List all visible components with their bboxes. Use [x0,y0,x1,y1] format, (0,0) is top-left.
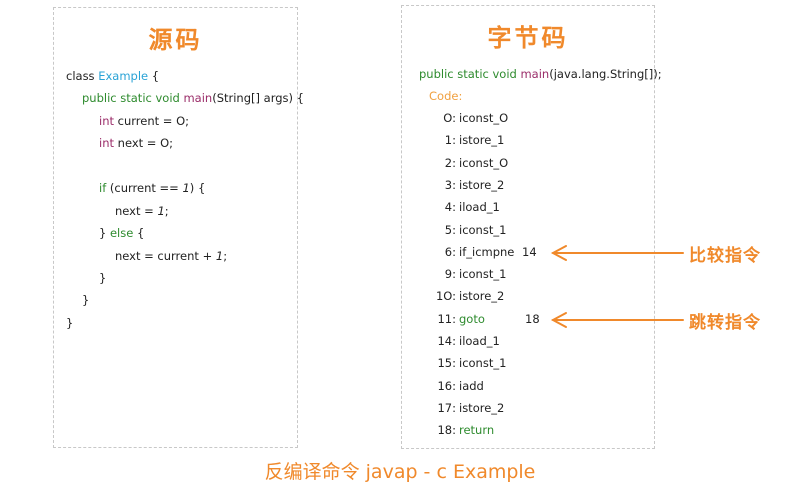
decompile-command-caption: 反编译命令 javap - c Example [264,461,536,483]
bytecode-instruction: 2:iconst_O [0,156,800,170]
instruction-opcode: iload_1 [459,334,500,348]
source-line: if (current == 1) { [99,181,205,195]
instruction-offset: 15: [437,356,456,371]
instruction-opcode: iconst_O [459,111,509,125]
bytecode-instruction: 14:iload_1 [0,334,800,348]
instruction-offset: 18: [437,423,456,438]
source-line: int next = O; [99,136,173,150]
source-line: next = current + 1; [115,249,227,263]
instruction-opcode: iconst_1 [459,222,507,237]
source-line: } [99,271,106,285]
instruction-offset: 16: [437,378,456,393]
code-token: } [99,226,110,240]
bytecode-instruction: O:iconst_O [0,111,800,125]
bytecode-instruction: 5:iconst_1 [0,223,800,237]
instruction-offset: O: [443,111,456,125]
code-token: else [109,226,134,240]
code-token: ; [223,249,228,263]
instruction-offset: 1: [444,133,456,148]
source-code-panel: 源码 [53,7,298,448]
code-token: current = O; [114,114,190,128]
code-label: Code: [429,89,463,103]
code-token: if [99,181,107,195]
instruction-operand: 18 [525,311,540,326]
instruction-opcode: goto [459,311,485,326]
bytecode-instruction: 3:istore_2 [0,178,800,192]
instruction-offset: 3: [444,177,456,192]
signature-token: (java.lang.String[]); [549,67,662,81]
bytecode-instruction: 4:iload_1 [0,200,800,214]
compare-instruction-label: 比较指令 [689,246,761,266]
instruction-opcode: istore_2 [459,177,505,192]
code-token: class [66,69,99,83]
code-token: { [148,69,160,83]
code-token: (String[] args) { [212,91,304,105]
source-line: } [82,293,89,307]
bytecode-instruction: 16:iadd [0,379,800,393]
instruction-offset: 1O: [435,289,456,304]
code-token: } [99,271,107,285]
instruction-offset: 14: [437,334,456,348]
code-token: } [66,316,74,330]
bytecode-instruction: 9:iconst_1 [0,267,800,281]
code-token: Example [98,69,149,83]
bytecode-instruction: 15:iconst_1 [0,356,800,370]
bytecode-instruction: 1O:istore_2 [0,289,800,303]
instruction-offset: 11: [437,311,456,326]
source-line: } [66,316,73,330]
bytecode-instruction: 17:istore_2 [0,401,800,415]
instruction-offset: 4: [444,200,456,215]
code-token: } [82,293,90,307]
instruction-opcode: if_icmpne [459,244,515,259]
jump-instruction-label: 跳转指令 [689,313,761,333]
code-token: (current == [106,181,183,195]
bytecode-instruction: 18:return [0,423,800,437]
bytecode-instruction: 1:istore_1 [0,133,800,147]
signature-token: public static void [419,67,521,81]
code-token: ) { [189,181,206,195]
bytecode-instruction: 11:goto 18 [0,312,800,326]
instruction-opcode: iconst_O [459,155,509,170]
code-token: main [183,91,213,105]
source-line: int current = O; [99,114,189,128]
instruction-operand: 14 [522,244,537,259]
code-token: int [99,136,114,150]
source-line: class Example { [66,69,159,83]
instruction-offset: 9: [444,267,456,282]
code-token: next = current + [115,249,216,263]
instruction-opcode: iconst_1 [459,356,507,371]
jump-arrow [550,312,684,328]
code-token: next = O; [114,136,174,150]
instruction-offset: 5: [444,222,456,237]
instruction-opcode: iload_1 [459,200,500,215]
instruction-offset: 2: [444,155,456,170]
bytecode-title: 字节码 [487,24,569,52]
source-line: } else { [99,226,144,240]
instruction-opcode: return [459,423,495,438]
instruction-opcode: istore_2 [459,289,505,304]
source-title: 源码 [148,26,203,54]
instruction-opcode: iconst_1 [459,267,507,282]
instruction-offset: 6: [444,244,456,259]
method-signature: public static void main(java.lang.String… [419,67,662,81]
compare-arrow [550,245,684,261]
code-token: 1 [215,249,224,263]
code-token: { [133,226,145,240]
code-token: ; [164,204,169,218]
source-line: next = 1; [115,204,169,218]
instruction-opcode: iadd [459,378,484,393]
instruction-offset: 17: [437,400,456,415]
instruction-opcode: istore_1 [459,133,505,148]
code-token: 1 [157,204,165,218]
bytecode-instruction: 6:if_icmpne 14 [0,245,800,259]
code-token: int [99,114,114,128]
instruction-opcode: istore_2 [459,400,505,415]
source-line: public static void main(String[] args) { [82,91,304,105]
code-token: 1 [182,181,190,195]
bytecode-panel: 字节码 [401,5,655,449]
code-token: next = [115,204,158,218]
signature-token: main [520,67,550,81]
code-token: public static void [82,91,184,105]
